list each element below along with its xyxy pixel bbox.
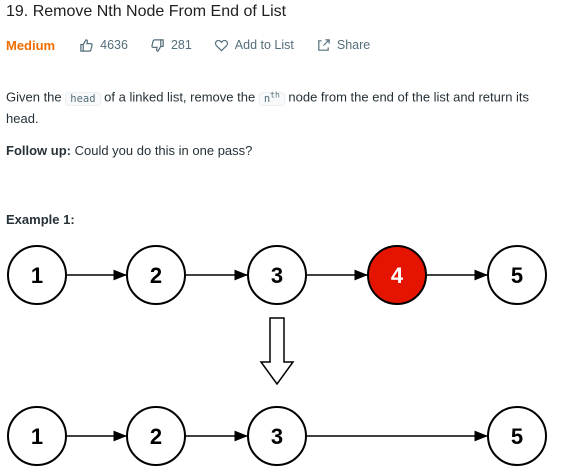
like-button[interactable]: 4636 <box>79 38 128 53</box>
example-title: Example 1: <box>6 212 75 227</box>
list-node: 1 <box>7 245 67 305</box>
node-label: 1 <box>31 424 43 449</box>
problem-description: Given the head of a linked list, remove … <box>6 85 558 129</box>
result-node: 3 <box>247 406 307 466</box>
code-head: head <box>65 91 101 106</box>
problem-meta-bar: Medium 4636 281 Add to List Share <box>6 36 392 54</box>
removed-node: 4 <box>367 245 427 305</box>
problem-title: 19. Remove Nth Node From End of List <box>6 3 287 20</box>
like-count: 4636 <box>100 38 128 52</box>
node-label: 5 <box>511 424 523 449</box>
dislike-count: 281 <box>170 38 192 52</box>
result-node: 5 <box>487 406 547 466</box>
list-node: 3 <box>247 245 307 305</box>
share-label: Share <box>336 38 371 52</box>
add-to-list-label: Add to List <box>234 38 294 52</box>
node-label: 2 <box>150 424 162 449</box>
follow-up: Follow up: Could you do this in one pass… <box>6 143 252 158</box>
down-arrow-icon <box>259 317 295 386</box>
description-text-1: Given the <box>6 89 66 105</box>
node-label: 5 <box>511 263 523 288</box>
dislike-button[interactable]: 281 <box>150 38 192 53</box>
share-icon <box>318 38 330 51</box>
difficulty-label: Medium <box>6 37 56 53</box>
node-label: 3 <box>271 424 283 449</box>
result-node: 2 <box>126 406 186 466</box>
heart-icon <box>214 39 228 52</box>
result-node: 1 <box>7 406 67 466</box>
code-n: n <box>263 92 271 105</box>
description-text-3: node from the end of the list and return… <box>6 89 530 126</box>
node-label: 4 <box>391 263 404 288</box>
code-th: th <box>270 90 280 99</box>
code-nth: nth <box>258 90 285 106</box>
add-to-list-button[interactable]: Add to List <box>214 38 294 53</box>
follow-up-label: Follow up: <box>6 143 71 158</box>
follow-up-text: Could you do this in one pass? <box>70 143 253 158</box>
list-node: 5 <box>487 245 547 305</box>
list-node: 2 <box>126 245 186 305</box>
node-label: 1 <box>31 263 43 288</box>
description-text-2: of a linked list, remove the <box>100 89 259 105</box>
share-button[interactable]: Share <box>316 38 370 53</box>
node-label: 3 <box>271 263 283 288</box>
thumbs-up-icon <box>80 38 93 52</box>
node-label: 2 <box>150 263 162 288</box>
thumbs-down-icon <box>151 38 164 52</box>
